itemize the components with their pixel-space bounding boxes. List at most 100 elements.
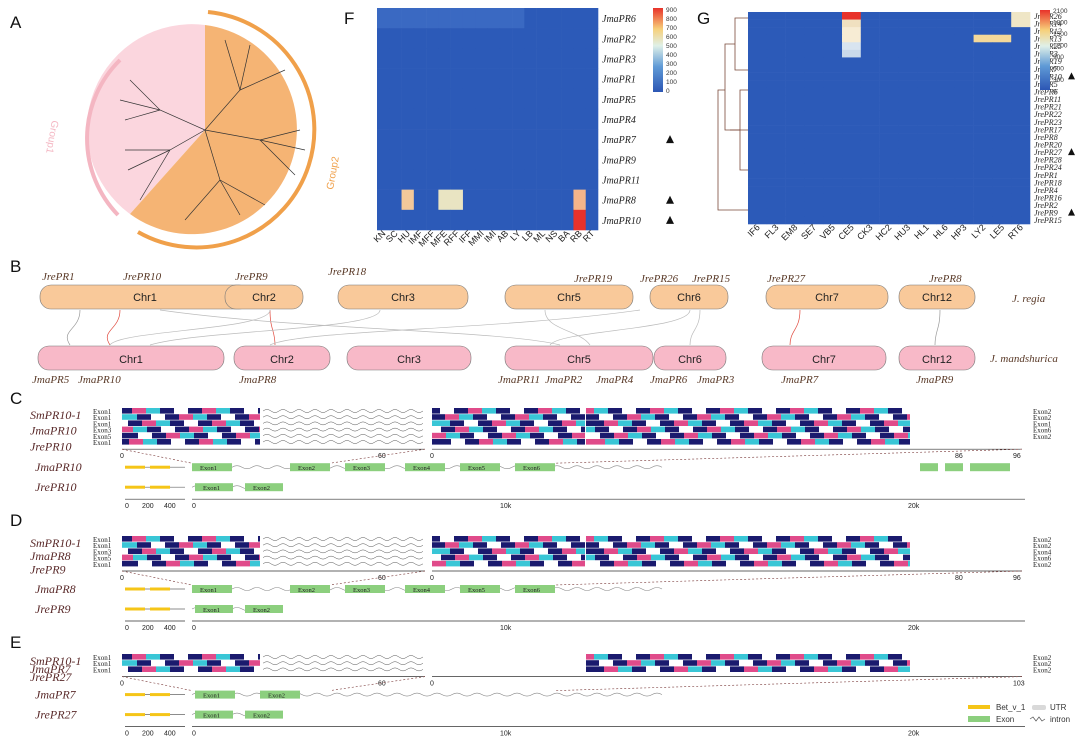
exon-block — [970, 463, 1010, 472]
chromosome-bottom-label: Chr5 — [567, 354, 591, 366]
exon-block-label: Exon1 — [203, 607, 220, 614]
alignment-block — [445, 414, 459, 420]
alignment-block — [767, 542, 781, 548]
row-label: JmaPR10 — [602, 216, 641, 227]
ruler-tick: 0 — [120, 575, 124, 582]
heatmap-cell — [842, 193, 862, 202]
heatmap-cell — [1011, 125, 1031, 134]
row-label: JmaPR9 — [602, 155, 636, 166]
chromosome-top — [337, 284, 469, 310]
alignment-block — [558, 560, 572, 567]
heatmap-cell — [879, 65, 899, 73]
heatmap-cell — [536, 48, 550, 69]
marker-triangle — [1068, 72, 1075, 80]
heatmap-cell — [992, 49, 1012, 58]
alignment-block — [488, 560, 502, 567]
alignment-block — [227, 439, 241, 445]
alignment-block — [861, 554, 875, 561]
heatmap-cell — [898, 42, 918, 51]
heatmap-cell — [524, 8, 537, 29]
heatmap-cell — [573, 48, 587, 69]
scale-big-tick: 20k — [908, 503, 920, 510]
alignment-gap — [262, 409, 424, 413]
alignment-block — [122, 439, 129, 445]
alignment-block — [782, 432, 796, 439]
alignment-block — [884, 420, 898, 426]
alignment-block — [129, 439, 143, 445]
scale-big-tick: 10k — [500, 503, 512, 510]
gene-label-top: JrePR8 — [929, 273, 962, 285]
heatmap-cell — [766, 186, 786, 195]
heatmap-cell — [401, 28, 415, 49]
heatmap-cell — [462, 169, 476, 190]
alignment-block — [142, 666, 156, 672]
heatmap-cell — [804, 201, 824, 210]
heatmap-cell — [860, 102, 880, 111]
legend-utr-swatch — [1032, 705, 1046, 710]
row-label: JrePR21 — [1034, 103, 1062, 112]
exon-label-right: Exon2 — [1033, 408, 1052, 416]
heatmap-cell — [1011, 178, 1031, 187]
heatmap-cell — [860, 49, 880, 58]
heatmap-cell — [804, 208, 824, 217]
heatmap-cell — [785, 155, 805, 164]
heatmap-cell — [804, 133, 824, 142]
alignment-block — [619, 439, 633, 445]
heatmap-cell — [879, 27, 899, 36]
heatmap-cell — [992, 178, 1012, 187]
heatmap-cell — [936, 27, 956, 36]
alignment-block — [198, 666, 212, 672]
heatmap-cell — [785, 87, 805, 96]
heatmap-cell — [992, 95, 1012, 104]
heatmap-cell — [462, 8, 476, 29]
heatmap-cell — [823, 216, 843, 225]
alignment-block — [473, 414, 487, 420]
heatmap-cell — [879, 19, 899, 28]
heatmap-cell — [898, 72, 918, 81]
exon-label-right: Exon6 — [1033, 427, 1052, 435]
alignment-block — [535, 439, 549, 445]
exon-label-right: Exon2 — [1033, 660, 1052, 668]
chromosome-top-label: Chr5 — [557, 292, 581, 304]
heatmap-cell — [954, 34, 974, 43]
alignment-block — [432, 536, 440, 542]
heatmap-cell — [917, 208, 937, 217]
heatmap-cell — [917, 72, 937, 81]
panel-label-g: G — [697, 9, 710, 28]
heatmap-cell — [475, 68, 488, 90]
alignment-block — [734, 654, 748, 660]
alignment-block — [207, 542, 221, 548]
heatmap-cell — [936, 12, 956, 20]
heatmap-cell — [413, 88, 427, 110]
chromosome-bottom-label: Chr7 — [812, 354, 836, 366]
heatmap-cell — [992, 133, 1012, 142]
scale-small-tick: 400 — [164, 503, 176, 510]
alignment-block — [664, 654, 678, 660]
alignment-block — [650, 654, 664, 660]
scale-big-tick: 20k — [908, 625, 920, 632]
row-label: JmaPR3 — [602, 54, 636, 65]
heatmap-cell — [524, 129, 537, 150]
alignment-block — [216, 654, 230, 660]
alignment-block — [828, 548, 842, 554]
species-label: JmaPR8 — [30, 549, 71, 563]
alignment-block — [166, 432, 180, 439]
heatmap-cell — [917, 125, 937, 134]
heatmap-cell — [823, 95, 843, 104]
alignment-block — [180, 560, 194, 567]
alignment-block — [137, 660, 151, 666]
heatmap-cell — [499, 108, 513, 130]
alignment-block — [800, 666, 814, 672]
heatmap-cell — [860, 72, 880, 81]
alignment-block — [888, 536, 902, 542]
heatmap-cell — [804, 155, 824, 164]
heatmap-cell — [438, 108, 451, 130]
heatmap-cell — [898, 133, 918, 142]
alignment-block — [781, 414, 795, 420]
heatmap-cell — [450, 169, 464, 190]
phylogenetic-tree: Group1 Group2 — [43, 10, 342, 250]
alignment-block — [787, 439, 801, 445]
scale-small-tick: 0 — [125, 731, 129, 738]
heatmap-cell — [823, 193, 843, 202]
alignment-block — [907, 542, 910, 548]
